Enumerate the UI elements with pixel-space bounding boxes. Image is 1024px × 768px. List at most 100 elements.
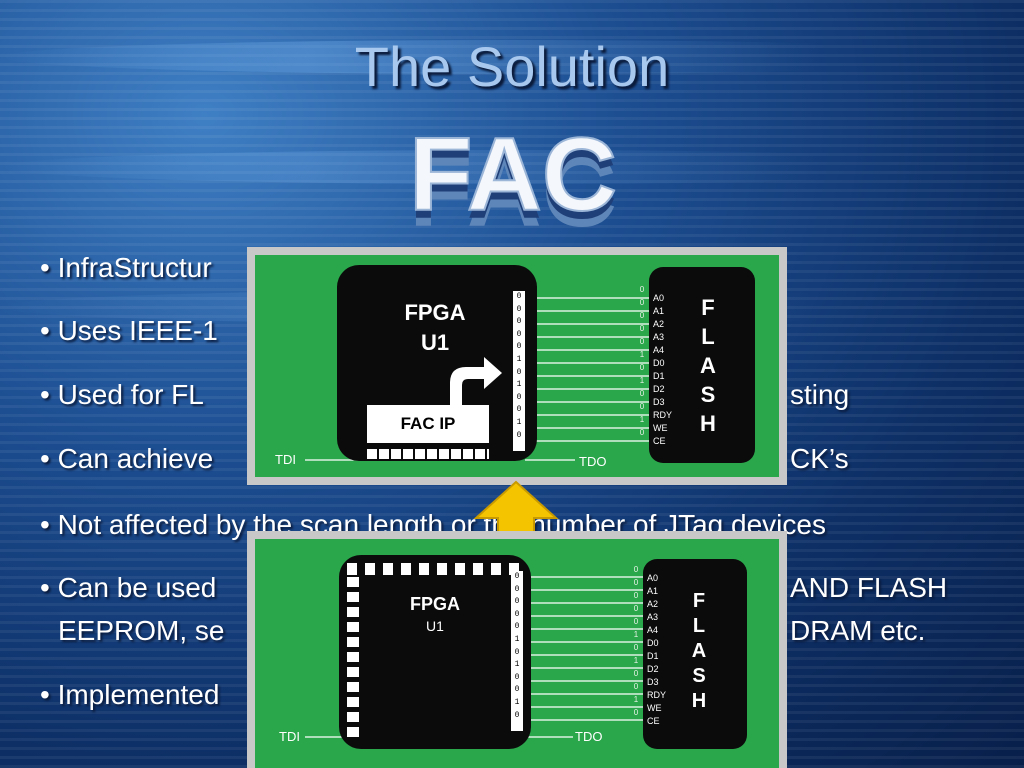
pin-label: D1 [647,651,659,661]
diagram-bottom-frame: FPGA U1 0 0 0 0 0 1 0 1 0 0 1 0 0 0 0 0 … [247,531,787,768]
bit: 0 [514,710,520,720]
pin-label: A0 [653,293,665,303]
pin-label: A3 [647,612,659,622]
pin-label: WE [647,703,662,713]
pin-label: D3 [647,677,659,687]
data-arrow-icon [450,357,502,409]
bit: 0 [516,329,522,339]
bit: 0 [514,572,520,581]
pin-label: D2 [653,384,665,394]
diagram-top-frame: FPGA U1 FAC IP 0 0 0 0 0 1 0 1 0 0 1 0 0… [247,247,787,485]
pin-value: 0 [633,682,639,691]
pin-label: A1 [653,306,665,316]
fac-logo-depth: FAC [409,125,617,238]
bit: 0 [514,685,520,695]
flash-letter: H [700,411,716,436]
fac-ip-block: FAC IP [367,405,489,443]
bullet-can-be-used-tail: AND FLASH [790,572,948,603]
flash-letter: A [691,640,707,662]
bullet-ieee: • Uses IEEE-1 [40,315,218,346]
pin-label: D2 [647,664,659,674]
pin-label: A3 [653,332,665,342]
tdo-label-top: TDO [579,454,607,469]
bit: 1 [514,660,520,670]
flash-label-top: F L A S H [693,293,723,438]
flash-chip-top [649,267,755,463]
bit: 0 [516,405,522,415]
pin-label: CE [653,436,666,446]
bit: 0 [514,647,520,657]
pin-value: 0 [633,604,639,613]
fpga-chip-bottom [339,555,531,749]
bit: 0 [514,597,520,607]
scan-chain-bits-top: 0 0 0 0 0 1 0 1 0 0 1 0 [513,291,525,451]
background-stripe [0,150,1024,184]
fac-ip-shift-register [367,449,489,459]
flash-letter: L [692,615,706,637]
pin-label: A4 [653,345,665,355]
bullet-flash-tail: sting [790,379,850,410]
pin-label: D0 [647,638,659,648]
pin-value: 0 [639,285,645,294]
bit: 0 [516,304,522,314]
pin-label: D1 [653,371,665,381]
bit: 0 [516,430,522,440]
bullet-flash: • Used for FL [40,379,204,410]
io-cells-left-column [347,577,359,741]
pin-value: 1 [633,695,639,704]
pin-value: 0 [639,324,645,333]
pin-label: WE [653,423,668,433]
bit: 1 [516,417,522,427]
pin-value: 0 [633,617,639,626]
bit: 0 [516,392,522,402]
pin-value: 0 [633,708,639,717]
flash-letter: L [701,324,715,349]
flash-letter: F [692,590,706,612]
scan-chain-bits-bottom: 0 0 0 0 0 1 0 1 0 0 1 0 [511,571,523,731]
bit: 0 [516,317,522,327]
pin-value: 0 [639,389,645,398]
bit: 0 [514,622,520,632]
pin-values-bottom: 0 0 0 0 0 1 0 1 0 0 1 0 [629,563,643,719]
pin-value: 1 [633,656,639,665]
pin-value: 0 [639,311,645,320]
bullet-can-be-used: • Can be used [40,572,217,603]
pin-value: 0 [639,337,645,346]
bullet-infrastructure: • InfraStructur [40,252,212,283]
flash-label-bottom: F L A S H [685,589,713,714]
fpga-label-bottom: FPGA [409,594,460,614]
bit: 1 [516,380,522,390]
pin-value: 0 [633,591,639,600]
pin-label: D0 [653,358,665,368]
pin-values-top: 0 0 0 0 0 1 0 1 0 0 1 0 [635,283,649,439]
bit: 0 [516,367,522,377]
bullet-achieve-tail: CK’s [790,443,849,474]
pin-value: 0 [633,669,639,678]
u1-label-top: U1 [420,330,450,355]
flash-letter: S [700,382,716,407]
pin-value: 0 [633,578,639,587]
flash-chip-bottom [643,559,747,749]
bullet-eeprom: EEPROM, se [58,615,225,646]
pin-value: 0 [633,643,639,652]
flash-pins-bottom: A0 A1 A2 A3 A4 D0 D1 D2 D3 RDY WE CE [647,572,683,728]
pin-value: 0 [639,363,645,372]
bit: 0 [514,672,520,682]
bit: 0 [514,584,520,594]
pin-value: 0 [639,428,645,437]
background-stripe [0,40,1024,74]
slide-title: The Solution [354,35,670,98]
bit: 1 [514,697,520,707]
pin-label: A2 [653,319,665,329]
fac-logo: FAC FAC FAC [408,116,618,238]
pin-value: 0 [633,565,639,574]
tdi-label-bottom: TDI [279,729,300,744]
pin-label: CE [647,716,660,726]
pin-label: RDY [647,690,667,700]
pin-label: A1 [647,586,659,596]
io-cells-top-row [347,563,523,575]
diagram-top-traces [305,297,653,461]
diagram-top-pcb: FPGA U1 FAC IP 0 0 0 0 0 1 0 1 0 0 1 0 0… [255,255,779,477]
pin-value: 1 [639,415,645,424]
bullet-eeprom-tail: DRAM etc. [790,615,926,646]
